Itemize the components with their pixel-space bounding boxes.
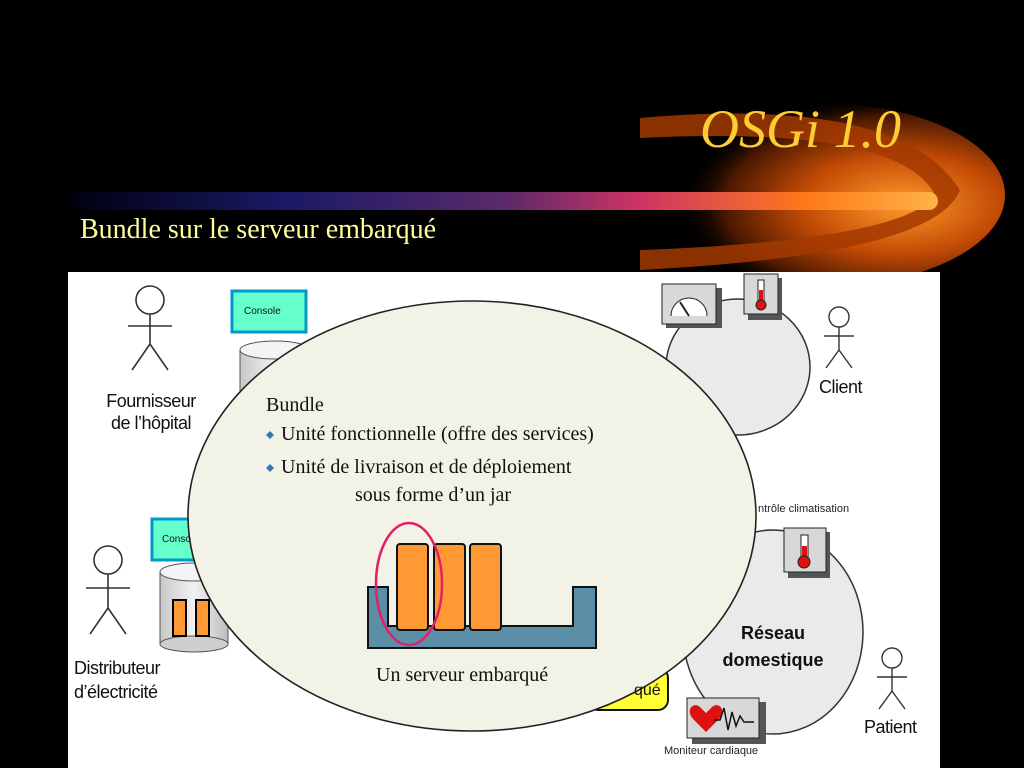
home-network-label-line1: Réseau [740, 623, 806, 643]
client-label: Client [819, 377, 863, 397]
bundle-jar [396, 543, 429, 631]
swoosh-arc [640, 113, 960, 270]
bundle-bullet-2: Unité de livraison et de déploiement [281, 456, 572, 478]
home-network-label: Réseau domestique [698, 620, 848, 674]
gauge-icon [661, 283, 722, 328]
home-network-label-line2: domestique [722, 650, 824, 670]
climate-control-label: ntrôle climatisation [758, 503, 850, 515]
bullet-marker [266, 431, 274, 439]
embedded-server-graphic [367, 521, 597, 649]
bundle-heading: Bundle [266, 394, 324, 416]
bundle-bullet-1: Unité fonctionnelle (offre des services) [281, 423, 594, 445]
bundle-bullet-2-continuation: sous forme d’un jar [355, 484, 512, 506]
title-swoosh-decoration [70, 103, 1005, 287]
electricity-label-line1: Distributeur [74, 658, 161, 678]
heart-monitor-icon [686, 697, 766, 744]
hospital-provider-label: Fournisseur de l’hôpital [96, 390, 206, 434]
electricity-label-line2: d’électricité [74, 682, 158, 702]
network-diagram [86, 273, 907, 744]
bullet-marker [266, 464, 274, 472]
stick-figure-icon [824, 306, 854, 369]
slide-title: OSGi 1.0 [700, 99, 901, 159]
bundle-jar [469, 543, 502, 631]
console-label-top: Console [244, 306, 281, 317]
stick-figure-icon [128, 285, 172, 371]
thermometer-icon [743, 273, 782, 320]
hospital-label-line1: Fournisseur [106, 391, 196, 411]
server-caption: Un serveur embarqué [376, 664, 549, 686]
title-underline-bar [70, 192, 938, 210]
slide-subtitle: Bundle sur le serveur embarqué [80, 214, 437, 245]
patient-label: Patient [864, 717, 917, 737]
highlight-ring [374, 521, 444, 647]
console-box-top [230, 289, 308, 334]
console-label-bottom: Conso [162, 534, 191, 545]
bundle-callout-bubble [187, 300, 757, 732]
partial-yellow-label: qué [634, 682, 661, 699]
hospital-label-line2: de l’hôpital [110, 413, 192, 433]
stick-figure-icon [86, 545, 130, 635]
electricity-distributor-label: Distributeur d’électricité [74, 656, 161, 704]
thermometer-icon [783, 527, 830, 578]
heart-monitor-label: Moniteur cardiaque [664, 745, 759, 757]
stick-figure-icon [877, 647, 907, 710]
diagram-panel: Fournisseur de l’hôpital Distributeur d’… [68, 272, 940, 768]
